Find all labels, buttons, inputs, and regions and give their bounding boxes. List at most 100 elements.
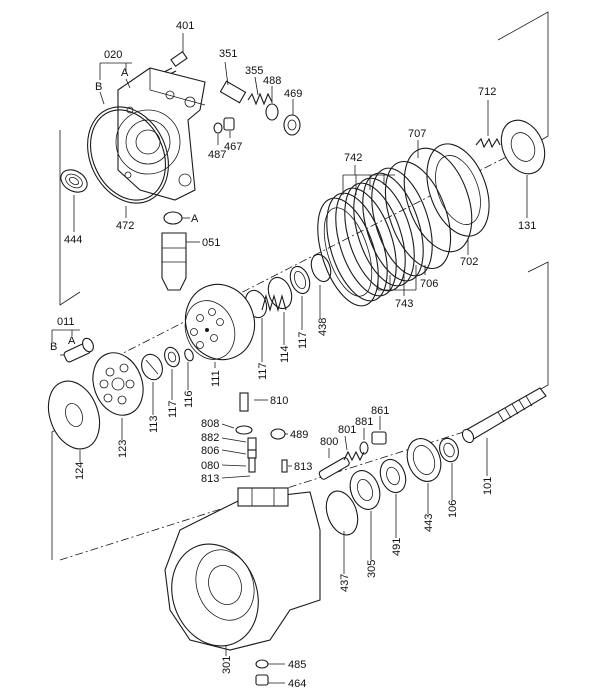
label-116: 116 [183, 390, 195, 408]
part-437-snap-ring [325, 490, 359, 574]
part-485-o-ring [255, 659, 285, 669]
label-487: 487 [208, 149, 226, 161]
label-810: 810 [270, 395, 288, 407]
part-123-retainer-plate [92, 352, 144, 440]
part-438-snap-ring [310, 253, 332, 318]
label-A-top: A [121, 67, 129, 79]
label-464: 464 [288, 678, 306, 690]
part-489-o-ring [270, 428, 288, 440]
label-443: 443 [423, 514, 435, 532]
part-813-pin [281, 459, 292, 473]
part-808-plug [221, 423, 253, 435]
label-A-mid: A [191, 213, 199, 225]
label-101: 101 [482, 477, 494, 495]
label-B-lower: B [50, 341, 57, 353]
part-355-spring [247, 76, 273, 106]
label-080: 080 [201, 460, 219, 472]
label-051: 051 [202, 237, 220, 249]
label-117-a: 117 [297, 331, 309, 349]
label-813-left: 813 [201, 473, 219, 485]
label-113: 113 [148, 415, 160, 433]
label-123: 123 [117, 440, 129, 458]
label-800: 800 [320, 436, 338, 448]
part-443-roller-bearing [406, 438, 442, 514]
part-469-plug [283, 99, 301, 136]
part-113-bushing [141, 353, 163, 415]
part-020-port-plate-housing [115, 67, 206, 201]
part-101-drive-shaft [461, 387, 547, 476]
part-712-spring [475, 100, 501, 149]
part-117-shim-c [164, 346, 180, 400]
label-106: 106 [447, 500, 459, 518]
part-801-spring [343, 435, 365, 462]
part-491-oil-seal [379, 458, 407, 538]
label-444: 444 [64, 234, 82, 246]
label-702: 702 [460, 256, 478, 268]
label-706: 706 [420, 278, 438, 290]
label-437: 437 [339, 574, 351, 592]
part-116-pin [184, 348, 194, 390]
label-707: 707 [408, 128, 426, 140]
label-467: 467 [224, 141, 242, 153]
part-706-o-ring [384, 160, 452, 275]
label-301: 301 [221, 656, 233, 674]
leader-742 [342, 165, 395, 195]
label-438: 438 [317, 318, 329, 336]
label-124: 124 [74, 462, 86, 480]
label-114: 114 [279, 345, 291, 363]
part-472-o-ring [87, 106, 169, 218]
part-742-743-friction-plates [317, 167, 433, 307]
part-114-spring [261, 276, 293, 345]
part-117-shim-a [289, 265, 311, 330]
label-488: 488 [263, 75, 281, 87]
part-351-spool [219, 61, 247, 104]
label-020: 020 [104, 49, 122, 61]
part-301-casing [164, 487, 321, 656]
label-491: 491 [391, 538, 403, 556]
part-A-washer [163, 211, 190, 225]
part-444-bearing [60, 169, 88, 232]
leader-743 [377, 265, 417, 296]
label-355: 355 [245, 65, 263, 77]
part-305-seal-cover [349, 470, 381, 560]
label-117-b: 117 [257, 362, 269, 380]
label-743: 743 [395, 298, 413, 310]
label-305: 305 [366, 560, 378, 578]
label-131: 131 [518, 220, 536, 232]
part-707-o-ring [403, 140, 473, 253]
part-881-o-ring [359, 428, 369, 455]
part-488-o-ring [265, 86, 279, 121]
part-810-bolt [239, 392, 268, 412]
part-861-plug [371, 416, 387, 445]
part-051-valve-assembly [161, 232, 200, 291]
part-124-swash-plate [47, 380, 101, 462]
label-485: 485 [288, 659, 306, 671]
label-B-top: B [95, 81, 102, 93]
label-742: 742 [344, 152, 362, 164]
part-487-part-467 [213, 117, 235, 145]
label-712: 712 [478, 86, 496, 98]
part-011-piston [63, 337, 94, 363]
label-351: 351 [219, 48, 237, 60]
label-469: 469 [284, 88, 302, 100]
label-801: 801 [338, 424, 356, 436]
label-401: 401 [176, 20, 194, 32]
part-131-cover [500, 119, 546, 218]
label-861: 861 [371, 405, 389, 417]
label-881: 881 [355, 416, 373, 428]
part-882-806-080 [221, 437, 257, 479]
label-806: 806 [201, 445, 219, 457]
leader-020 [99, 62, 132, 105]
label-111: 111 [210, 370, 222, 387]
part-111-cylinder-block [184, 283, 256, 368]
label-011: 011 [57, 316, 75, 328]
part-401-bolt [159, 33, 188, 78]
part-106-spacer [439, 437, 459, 500]
part-464-plug [255, 674, 285, 686]
part-800-relief-valve [318, 448, 350, 480]
label-882: 882 [201, 432, 219, 444]
label-489: 489 [290, 429, 308, 441]
label-472: 472 [116, 220, 134, 232]
part-702-brake-piston [426, 143, 490, 255]
